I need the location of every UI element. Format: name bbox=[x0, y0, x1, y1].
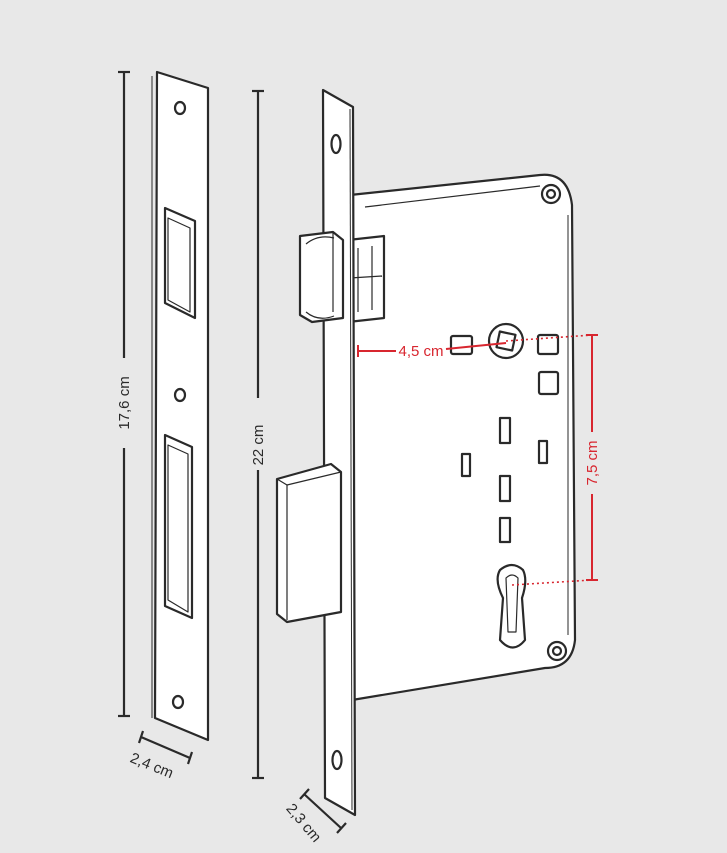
backset-dimension bbox=[357, 342, 507, 357]
faceplate-screw-hole-top bbox=[330, 133, 342, 155]
strike-plate-height-dimension bbox=[118, 70, 130, 718]
strike-plate-screw-hole-top bbox=[173, 100, 187, 116]
backset-label: 4,5 cm bbox=[398, 343, 443, 360]
case-window-lower bbox=[537, 370, 560, 396]
case-slot-1 bbox=[498, 416, 512, 445]
case-window-right bbox=[536, 333, 560, 356]
strike-plate-width-dimension bbox=[137, 730, 194, 765]
center-distance-dimension bbox=[505, 334, 598, 586]
strike-plate-width-label: 2,4 cm bbox=[128, 750, 176, 783]
strike-plate-latch-slot bbox=[163, 206, 197, 320]
case-window-left bbox=[449, 334, 474, 356]
strike-plate-screw-hole-middle bbox=[173, 387, 187, 403]
center-distance-label: 7,5 cm bbox=[584, 440, 601, 485]
faceplate-width-dimension bbox=[299, 788, 347, 834]
case-slot-3 bbox=[537, 439, 549, 465]
strike-plate-bolt-slot bbox=[163, 433, 194, 620]
lock-case-top-edge bbox=[364, 185, 541, 208]
strike-plate-body bbox=[153, 70, 210, 742]
strike-plate-latch-slot-inner bbox=[167, 217, 191, 313]
faceplate-height-label: 22 cm bbox=[250, 425, 267, 466]
latch-bolt bbox=[298, 230, 345, 324]
strike-plate-screw-hole-bottom bbox=[171, 694, 185, 710]
lock-case bbox=[346, 173, 577, 702]
faceplate bbox=[321, 88, 357, 817]
strike-plate-bolt-slot-inner bbox=[167, 444, 189, 613]
case-slot-2 bbox=[460, 452, 472, 478]
faceplate-screw-hole-bottom bbox=[331, 749, 343, 771]
strike-plate-height-label: 17,6 cm bbox=[116, 376, 133, 429]
case-slot-5 bbox=[498, 516, 512, 544]
strike-plate bbox=[151, 70, 210, 742]
dead-bolt bbox=[275, 462, 343, 624]
case-slot-4 bbox=[498, 474, 512, 503]
cylinder-keyhole bbox=[496, 563, 527, 649]
faceplate-height-dimension bbox=[252, 89, 264, 780]
